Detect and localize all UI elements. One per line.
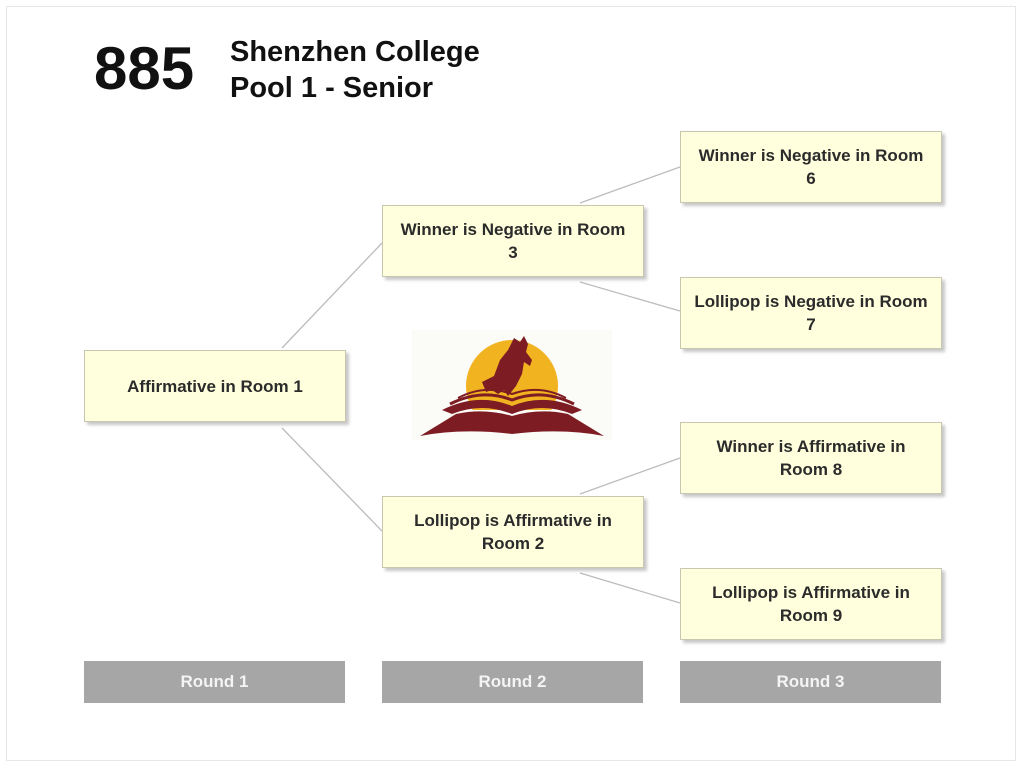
- round-label-3: Round 3: [680, 661, 941, 703]
- connector-r2top-r3-1: [579, 166, 681, 204]
- pool-label: Pool 1 - Senior: [230, 72, 434, 104]
- node-round2-2: Lollipop is Affirmative in Room 2: [382, 496, 644, 568]
- connector-r2top-r3-2: [579, 281, 681, 312]
- round-label-1: Round 1: [84, 661, 345, 703]
- slide-frame: [6, 6, 1016, 761]
- title-block: Shenzhen College Pool 1 - Senior: [230, 34, 480, 106]
- node-round3-4: Lollipop is Affirmative in Room 9: [680, 568, 942, 640]
- node-round3-1: Winner is Negative in Room 6: [680, 131, 942, 203]
- college-logo-icon: [412, 330, 612, 440]
- node-round3-3: Winner is Affirmative in Room 8: [680, 422, 942, 494]
- team-number: 885: [94, 35, 195, 102]
- round-label-2: Round 2: [382, 661, 643, 703]
- node-round3-2: Lollipop is Negative in Room 7: [680, 277, 942, 349]
- node-round1: Affirmative in Room 1: [84, 350, 346, 422]
- connector-r2bottom-r3-4: [579, 572, 681, 604]
- college-name: Shenzhen College: [230, 36, 480, 68]
- connector-r1-r2-top: [281, 242, 383, 349]
- connector-r2bottom-r3-3: [579, 457, 681, 495]
- connector-r1-r2-bottom: [281, 427, 383, 532]
- node-round2-1: Winner is Negative in Room 3: [382, 205, 644, 277]
